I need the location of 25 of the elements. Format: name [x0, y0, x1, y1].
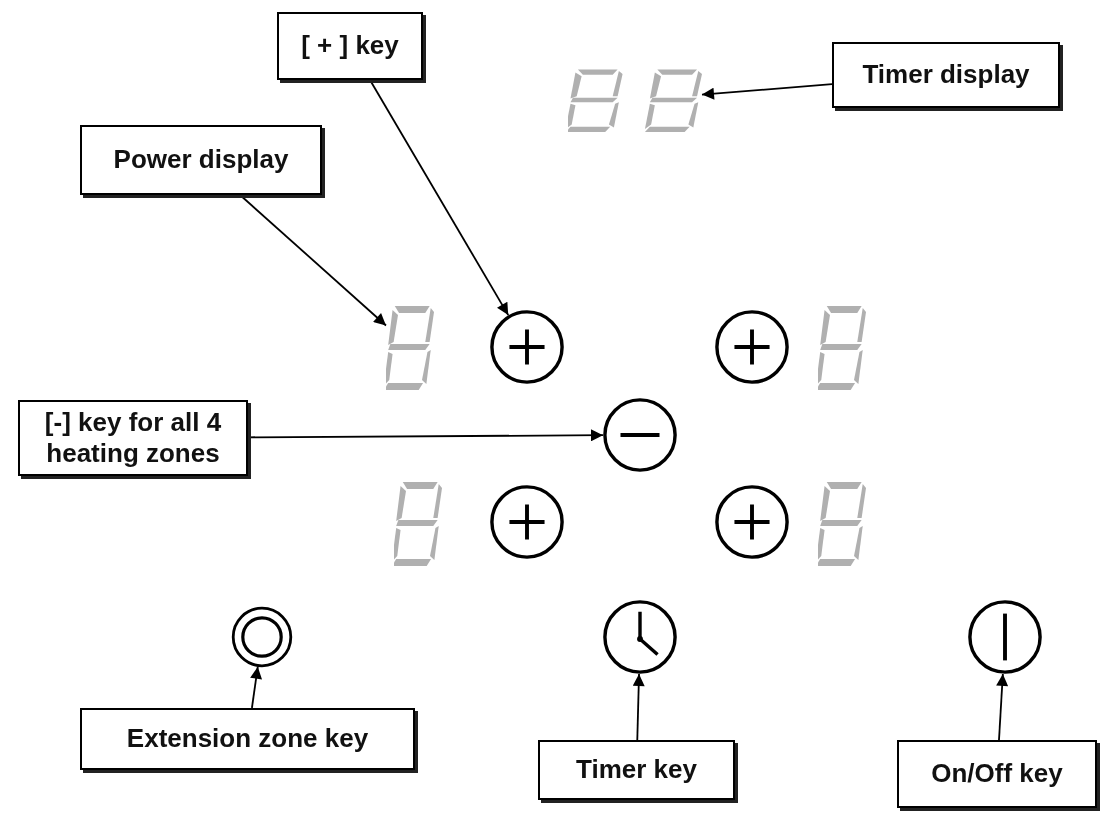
arrow [701, 83, 833, 100]
callout-label: [ + ] key [301, 30, 399, 62]
callout-label: Timer key [576, 754, 697, 786]
callout-box [80, 708, 415, 770]
double-ring-key-icon [230, 605, 294, 669]
minus-key-icon [601, 396, 679, 474]
seven-segment-display-icon [568, 68, 702, 132]
callout-label: On/Off key [931, 758, 1063, 790]
clock-key-icon [601, 598, 679, 676]
plus-key-icon [488, 308, 566, 386]
power-key-icon [966, 598, 1044, 676]
callout-box [897, 740, 1097, 808]
callout-label: Extension zone key [126, 723, 369, 755]
arrow [996, 673, 1009, 741]
arrow [632, 673, 645, 741]
callout-label: Timer display [862, 59, 1030, 91]
callout-label: [-] key for all 4 heating zones [43, 406, 223, 470]
callout-box [538, 740, 735, 800]
callout-box [80, 125, 322, 195]
callout-box [277, 12, 423, 80]
callout-box [18, 400, 248, 476]
callout-box [832, 42, 1060, 108]
arrow [250, 665, 263, 709]
callout-label: Power display [113, 144, 289, 176]
seven-segment-display-icon [386, 304, 434, 390]
